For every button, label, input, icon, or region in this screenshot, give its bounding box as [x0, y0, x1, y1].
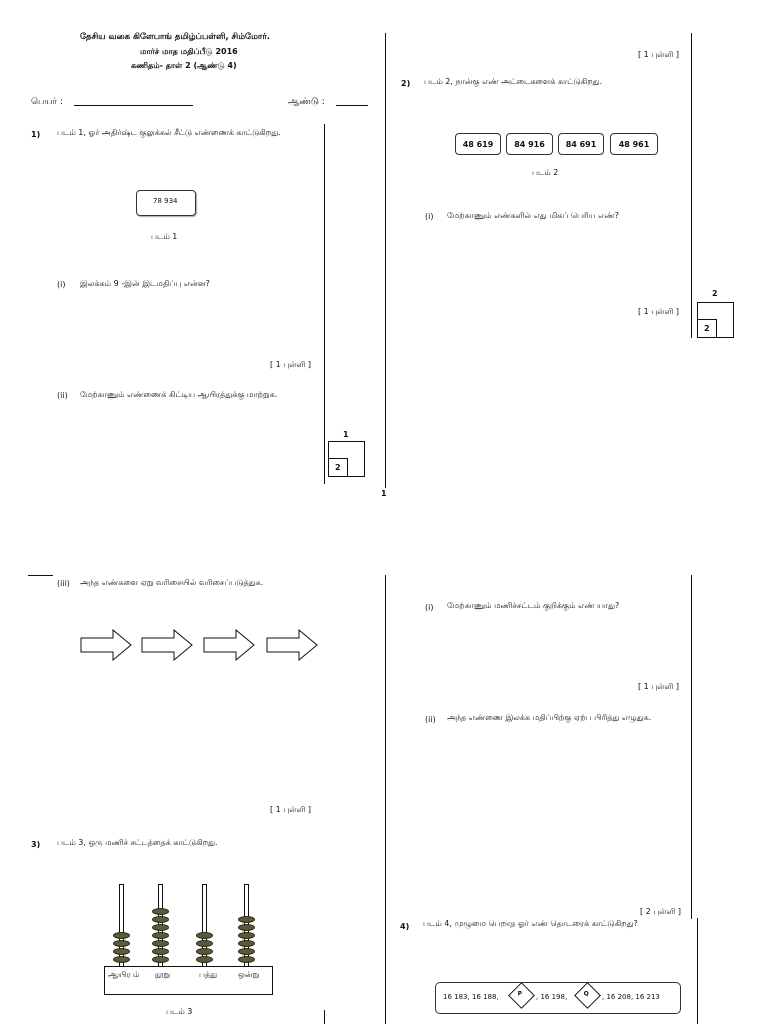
q4-margin-line: [697, 918, 698, 1024]
diamond-q[interactable]: Q: [574, 982, 601, 1009]
number-sequence-box: 16 183, 16 188, P , 16 198, Q , 16 208, …: [435, 982, 681, 1014]
ticket-number: 78 934: [153, 197, 178, 205]
bottom-left-margin-line: [324, 1010, 325, 1024]
bottom-right-left-line: [385, 575, 386, 1024]
abacus-bead: [113, 956, 130, 963]
q2-box-total: 2: [712, 289, 718, 298]
number-card-2: 84 916: [506, 133, 553, 155]
abacus-bead: [238, 916, 255, 923]
abacus-bead: [152, 924, 169, 931]
year-label: ஆண்டு :: [288, 97, 325, 107]
abacus-bead: [196, 940, 213, 947]
abacus-label-thousands: ஆயிர ம்: [108, 970, 140, 979]
abacus-bead: [113, 948, 130, 955]
lottery-ticket: 78 934: [136, 190, 196, 216]
q3-i-mark: [ 1 புள்ளி ]: [638, 682, 679, 691]
name-field[interactable]: [74, 105, 193, 106]
abacus-bead: [152, 956, 169, 963]
abacus-bead: [152, 908, 169, 915]
bottom-left-top-rule: [28, 575, 53, 576]
q2-i-mark: [ 1 புள்ளி ]: [638, 307, 679, 316]
q1-ii-label: (ii): [57, 391, 68, 400]
answer-arrow-1[interactable]: [80, 629, 132, 661]
figure1-caption: படம் 1: [151, 232, 178, 241]
sequence-part-3: , 16 208, 16 213: [602, 993, 660, 1001]
q1-i-mark: [ 1 புள்ளி ]: [270, 360, 311, 369]
name-label: பெயர் :: [31, 97, 64, 107]
abacus-bead: [152, 948, 169, 955]
figure3-caption: படம் 3: [166, 1007, 193, 1016]
abacus-bead: [113, 932, 130, 939]
top-mark: [ 1 புள்ளி ]: [638, 50, 679, 59]
q3-ii-text: அந்த எண்ணை இலக்க மதிப்பிற்கு ஏற்ப பிரித்…: [447, 713, 652, 722]
q2-iii-mark: [ 1 புள்ளி ]: [270, 805, 311, 814]
q3-ii-label: (ii): [425, 715, 436, 724]
q3-i-text: மேற்காணும் மணிச்சட்டம் குறிக்கும் எண் யா…: [447, 601, 620, 610]
q3-text: படம் 3, ஒரு மணிச் சட்டத்தைக் காட்டுகிறது…: [57, 838, 218, 847]
diamond-q-label: Q: [583, 990, 589, 998]
diamond-p[interactable]: P: [508, 982, 535, 1009]
answer-arrow-2[interactable]: [141, 629, 193, 661]
q1-i-label: (i): [57, 280, 66, 289]
abacus-bead: [196, 932, 213, 939]
q4-text: படம் 4, முழுமை பெறாத ஓர் எண் தொடரைக் காட…: [423, 919, 638, 928]
q1-score-box: 2: [328, 458, 348, 477]
q2-text: படம் 2, நான்கு எண் அட்டைகளைக் காட்டுகிறத…: [424, 77, 603, 86]
figure2-caption: படம் 2: [532, 168, 559, 177]
abacus-bead: [152, 940, 169, 947]
q3-number: 3): [31, 840, 41, 849]
top-right-right-line: [691, 33, 692, 338]
q1-box-score: 2: [335, 463, 341, 472]
q1-i-text: இலக்கம் 9 -இன் இடமதிப்பு என்ன?: [80, 279, 210, 288]
sequence-part-2: , 16 198,: [536, 993, 568, 1001]
number-card-3: 84 691: [558, 133, 604, 155]
bottom-right-right-line: [691, 575, 692, 919]
q1-margin-line: [324, 124, 325, 484]
number-card-4: 48 961: [610, 133, 658, 155]
abacus-rod: [202, 884, 207, 966]
diamond-p-label: P: [517, 990, 523, 998]
abacus-label-tens: பத்து: [199, 970, 218, 979]
abacus-bead: [196, 948, 213, 955]
q4-number: 4): [400, 922, 410, 931]
abacus-bead: [238, 956, 255, 963]
q2-i-label: (i): [425, 212, 434, 221]
answer-arrow-4[interactable]: [266, 629, 318, 661]
abacus-label-hundreds: நூறு: [155, 970, 171, 979]
q3-i-label: (i): [425, 603, 434, 612]
abacus-base: ஆயிர ம் நூறு பத்து ஒன்று: [104, 966, 273, 995]
q2-box-score: 2: [704, 324, 710, 333]
school-name: தேசிய வகை கிளேபாங் தமிழ்ப்பள்ளி, சிம்மோர…: [80, 32, 271, 42]
exam-title: மார்ச் மாத மதிப்பீடு 2016: [140, 47, 238, 56]
abacus-label-ones: ஒன்று: [238, 970, 260, 979]
top-right-left-line: [385, 33, 386, 488]
q1-text: படம் 1, ஓர் அதிர்ஷ்ட குலுக்கல் சீட்டு எண…: [57, 128, 281, 137]
q2-iii-label: (iii): [57, 579, 70, 588]
sequence-part-1: 16 183, 16 188,: [443, 993, 499, 1001]
abacus-rod: [119, 884, 124, 966]
number-card-1: 48 619: [455, 133, 501, 155]
q2-score-box: 2: [697, 319, 717, 338]
abacus-bead: [113, 940, 130, 947]
answer-arrow-3[interactable]: [203, 629, 255, 661]
abacus-bead: [152, 932, 169, 939]
abacus-bead: [238, 924, 255, 931]
abacus-bead: [238, 932, 255, 939]
abacus-bead: [152, 916, 169, 923]
page-number: 1: [381, 489, 387, 498]
subject-title: கணிதம்- தாள் 2 (ஆண்டு 4): [131, 61, 237, 70]
q3-ii-mark: [ 2 புள்ளி ]: [640, 907, 681, 916]
q1-ii-text: மேற்காணும் எண்ணைக் கிட்டிய ஆயிரத்துக்கு …: [80, 390, 278, 399]
q1-number: 1): [31, 130, 41, 139]
abacus-bead: [238, 940, 255, 947]
year-field[interactable]: [336, 105, 368, 106]
abacus-bead: [196, 956, 213, 963]
q1-box-total: 1: [343, 430, 349, 439]
q2-number: 2): [401, 79, 411, 88]
q2-iii-text: அந்த எண்களை ஏறு வரிசையில் வரிசைப்படுத்து…: [80, 578, 264, 587]
q2-i-text: மேற்காணும் எண்களில் எது மிகப் பெரிய எண்?: [447, 211, 619, 220]
abacus: [104, 884, 272, 966]
abacus-bead: [238, 948, 255, 955]
